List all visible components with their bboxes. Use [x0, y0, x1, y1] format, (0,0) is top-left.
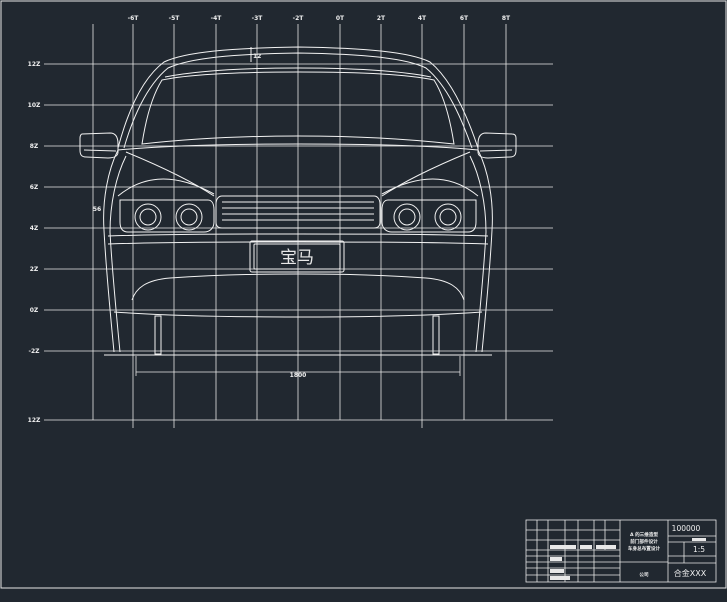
bumper-top-line: [107, 233, 489, 237]
left-light-brow: [117, 178, 215, 197]
top-label: 4T: [418, 15, 427, 22]
left-wheel-edge: [154, 315, 162, 355]
right-light-brow: [381, 178, 479, 197]
title-cell-fill: [580, 545, 592, 549]
company-text: 公司: [639, 571, 649, 578]
lower-bumper-line: [113, 311, 483, 318]
design-title-line-3: 车身总布置设计: [628, 545, 661, 552]
title-cell-fill: [550, 557, 562, 561]
right-headlight-housing: [381, 199, 477, 233]
hood-crease-right: [381, 151, 471, 197]
roof-mark-text: 12: [253, 53, 261, 60]
left-inner-headlight: [175, 203, 203, 231]
right-wheel-edge: [432, 315, 440, 355]
top-label: 0T: [336, 15, 345, 22]
bumper-upper-line: [107, 241, 489, 245]
license-plate-text: 宝马: [280, 248, 314, 268]
windshield: [141, 71, 455, 145]
left-mirror: [79, 132, 119, 159]
top-label: 8T: [502, 15, 511, 22]
left-inner-headlight-inner: [180, 208, 198, 226]
top-label: -2T: [293, 15, 305, 22]
left-label: 12Z: [28, 61, 41, 68]
title-block-frame: [525, 519, 717, 583]
left-fender-inner: [109, 155, 127, 353]
left-label: 0Z: [30, 307, 39, 314]
title-cell-fill: [550, 576, 570, 580]
left-label: 2Z: [30, 266, 39, 273]
left-label: 10Z: [28, 102, 41, 109]
top-label: -3T: [252, 15, 264, 22]
left-axis-labels: 12Z 10Z 8Z 6Z 4Z 2Z 0Z -2Z 12Z: [28, 61, 41, 424]
left-fender: [103, 149, 119, 353]
top-label: -5T: [169, 15, 181, 22]
car-front-view: 宝马 12 56 1800: [79, 46, 517, 379]
lower-intake: [131, 273, 465, 301]
hood-crease-left: [125, 151, 215, 197]
top-label: 2T: [377, 15, 386, 22]
car-roof-inner: [123, 52, 473, 149]
material-text: 合金XXX: [674, 568, 707, 578]
title-cell-fill: [550, 569, 564, 573]
side-label: 56: [93, 206, 101, 213]
design-title-line-2: 前门部件设计: [630, 538, 658, 545]
scale-text: 1:5: [693, 545, 705, 554]
right-fender: [477, 149, 493, 353]
license-plate: [249, 240, 345, 273]
left-label: -2Z: [28, 348, 40, 355]
grille-outline: [215, 195, 381, 229]
top-label: -4T: [211, 15, 223, 22]
left-outer-headlight-inner: [139, 208, 157, 226]
license-plate-inner: [253, 243, 341, 270]
top-label: 6T: [460, 15, 469, 22]
left-mirror-inner: [83, 149, 117, 152]
top-label: -6T: [128, 15, 140, 22]
left-label: 6Z: [30, 184, 39, 191]
car-body-outline: [117, 46, 479, 149]
top-axis-labels: -6T -5T -4T -3T -2T 0T 2T 4T 6T 8T: [128, 15, 511, 22]
drawing-frame: [0, 0, 727, 589]
left-outer-headlight: [134, 203, 162, 231]
right-outer-headlight-inner: [439, 208, 457, 226]
left-label: 4Z: [30, 225, 39, 232]
design-title-line-1: A 的三维造型: [630, 531, 659, 538]
left-headlight-housing: [119, 199, 215, 233]
title-block: A 的三维造型 前门部件设计 车身总布置设计 公司 100000 1:5 合金X…: [525, 519, 717, 583]
right-mirror-inner: [479, 149, 513, 152]
title-cell-fill: [692, 538, 706, 541]
title-cell-fill: [596, 545, 616, 549]
right-mirror: [477, 132, 517, 159]
right-fender-inner: [469, 155, 487, 353]
drawing-number: 100000: [672, 524, 701, 533]
title-cell-fill: [550, 545, 576, 549]
right-inner-headlight-inner: [398, 208, 416, 226]
right-outer-headlight: [434, 203, 462, 231]
windshield-top-line: [164, 67, 432, 78]
right-inner-headlight: [393, 203, 421, 231]
hood-line: [117, 143, 479, 151]
width-dimension-text: 1800: [290, 372, 307, 379]
left-label: 12Z: [28, 417, 41, 424]
left-label: 8Z: [30, 143, 39, 150]
